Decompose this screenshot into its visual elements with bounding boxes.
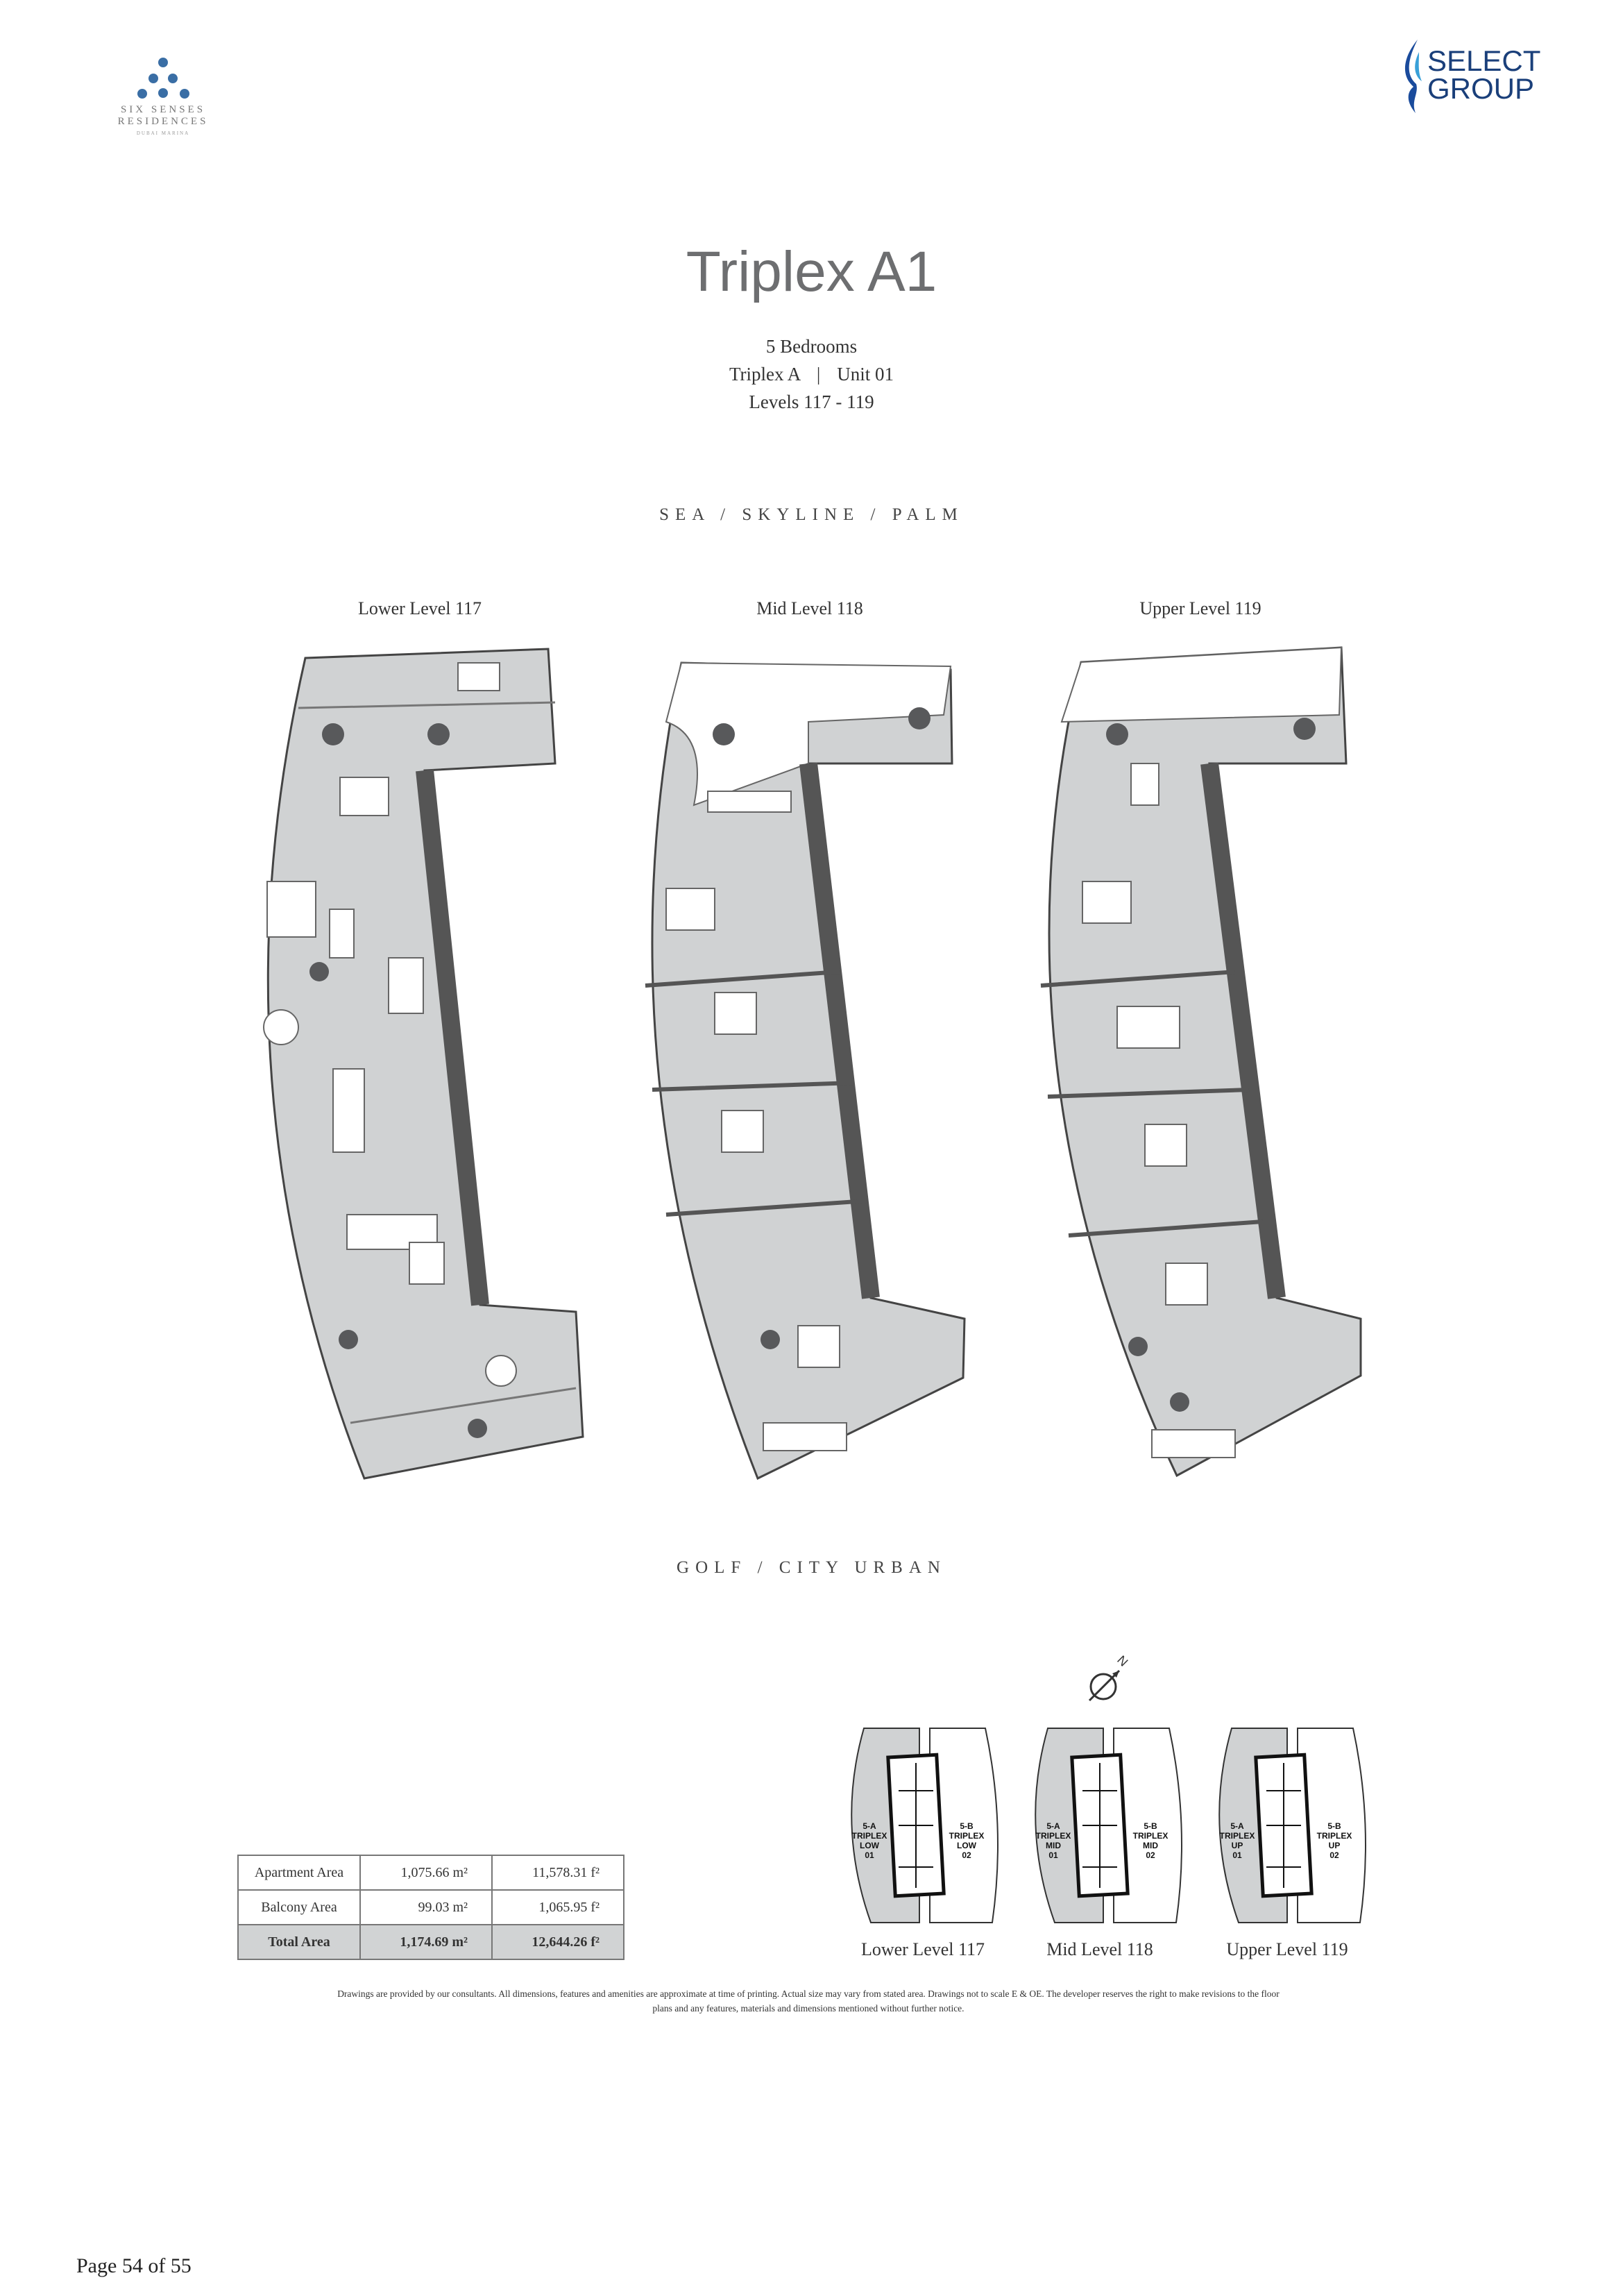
- logo-select: SELECT: [1427, 44, 1541, 77]
- row-label: Apartment Area: [237, 1855, 361, 1891]
- flame-icon: [1404, 40, 1422, 113]
- key-plan-unit-a: 5-A: [1046, 1821, 1060, 1831]
- compass: N: [1079, 1653, 1135, 1711]
- page-title: Triplex A1: [686, 240, 937, 303]
- orientation-bottom: GOLF / CITY URBAN: [677, 1558, 946, 1577]
- key-plans: 5-ATRIPLEXLOW015-BTRIPLEXLOW025-ATRIPLEX…: [851, 1728, 1366, 1923]
- unit-type: Triplex A: [729, 364, 800, 385]
- logo-text-3: DUBAI MARINA: [136, 130, 190, 136]
- key-plan-unit-a: TRIPLEX: [1220, 1831, 1255, 1841]
- logo-group: GROUP: [1427, 72, 1535, 105]
- floor-plan-mid: [645, 661, 966, 1480]
- key-plan-label-lower: Lower Level 117: [860, 1939, 985, 1959]
- key-plan-unit-b: 02: [1146, 1850, 1155, 1860]
- row-sqm: 1,174.69 m²: [359, 1924, 493, 1960]
- row-sqft: 11,578.31 f²: [491, 1855, 624, 1891]
- key-plan-unit-a: 5-A: [1230, 1821, 1244, 1831]
- disclaimer-line-1: Drawings are provided by our consultants…: [337, 1989, 1280, 1999]
- row-sqm: 99.03 m²: [359, 1889, 493, 1925]
- key-plan-unit-b: 5-B: [960, 1821, 974, 1831]
- key-plan-unit-a: TRIPLEX: [1036, 1831, 1071, 1841]
- key-plan-unit-b: 02: [962, 1850, 971, 1860]
- plan-label-upper: Upper Level 119: [1139, 598, 1261, 618]
- key-plan-unit-a: 5-A: [863, 1821, 876, 1831]
- key-plan-unit-b: TRIPLEX: [1133, 1831, 1169, 1841]
- key-plan-unit-a: 01: [865, 1850, 874, 1860]
- plan-label-lower: Lower Level 117: [357, 598, 482, 618]
- logo-text-1: SIX SENSES: [120, 104, 206, 115]
- compass-icon: [1088, 1669, 1121, 1702]
- key-plan-unit-a: 01: [1232, 1850, 1242, 1860]
- unit-number: Unit 01: [837, 364, 894, 385]
- row-sqm: 1,075.66 m²: [359, 1855, 493, 1891]
- key-plan-unit-b: TRIPLEX: [949, 1831, 985, 1841]
- unit-line: Triplex A | Unit 01: [0, 364, 1623, 385]
- key-plan-unit-a: LOW: [860, 1841, 880, 1850]
- logo-text-2: RESIDENCES: [117, 116, 209, 127]
- key-plan-unit-a: TRIPLEX: [852, 1831, 887, 1841]
- key-plan-unit-a: MID: [1046, 1841, 1061, 1850]
- page-number: Page 54 of 55: [76, 2254, 192, 2277]
- row-label: Balcony Area: [237, 1889, 361, 1925]
- levels: Levels 117 - 119: [749, 391, 874, 412]
- dots-triangle-icon: [137, 58, 189, 99]
- plan-label-mid: Mid Level 118: [756, 598, 863, 618]
- key-plan-unit-b: UP: [1329, 1841, 1341, 1850]
- key-plan-unit-b: MID: [1143, 1841, 1158, 1850]
- separator: |: [816, 364, 821, 385]
- key-plan-unit-b: LOW: [957, 1841, 977, 1850]
- bedrooms: 5 Bedrooms: [765, 336, 858, 357]
- disclaimer: Drawings are provided by our consultants…: [236, 1986, 1381, 2016]
- key-plan-label-upper: Upper Level 119: [1226, 1939, 1348, 1959]
- row-label: Total Area: [237, 1924, 361, 1960]
- six-senses-logo: SIX SENSES RESIDENCES DUBAI MARINA: [111, 52, 215, 142]
- key-plan-unit-b: TRIPLEX: [1317, 1831, 1352, 1841]
- floor-plans: [263, 646, 1362, 1480]
- key-plan-unit-a: UP: [1232, 1841, 1243, 1850]
- disclaimer-line-2: plans and any features, materials and di…: [652, 2003, 965, 2014]
- select-group-logo: SELECT GROUP: [1398, 38, 1558, 118]
- row-sqft: 1,065.95 f²: [491, 1889, 624, 1925]
- key-plan-unit-a: 01: [1048, 1850, 1058, 1860]
- key-plan-unit-b: 5-B: [1144, 1821, 1157, 1831]
- key-plan-label-mid: Mid Level 118: [1046, 1939, 1153, 1959]
- key-plan-unit-b: 5-B: [1327, 1821, 1341, 1831]
- floor-plan-upper: [1040, 646, 1362, 1478]
- orientation-top: SEA / SKYLINE / PALM: [659, 505, 964, 524]
- row-sqft: 12,644.26 f²: [491, 1924, 624, 1960]
- floor-plan-lower: [263, 648, 584, 1480]
- key-plan-unit-b: 02: [1329, 1850, 1339, 1860]
